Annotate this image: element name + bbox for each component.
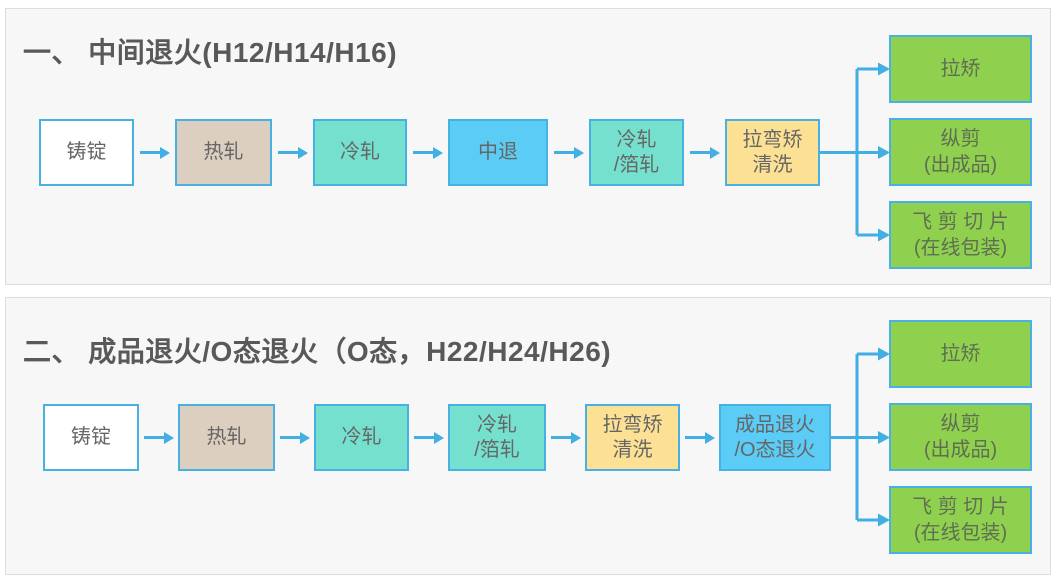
arrow-right-icon (680, 431, 719, 444)
flow-step-casting: 铸锭 (39, 119, 134, 186)
process-flow-row: 铸锭 热轧 冷轧 冷轧 /箔轧 拉弯矫 清洗 成品退火 /O态退火 (43, 404, 831, 471)
output-stretch-straightening: 拉矫 (889, 320, 1032, 388)
panel-title: 一、 中间退火(H12/H14/H16) (23, 37, 398, 68)
output-slitting-finished: 纵剪 (出成品) (889, 118, 1032, 186)
process-flow-row: 铸锭 热轧 冷轧 中退 冷轧 /箔轧 拉弯矫 清洗 (39, 119, 820, 186)
output-fly-shear-cutting: 飞 剪 切 片 (在线包装) (889, 201, 1032, 269)
arrow-right-icon (684, 146, 725, 159)
arrow-right-icon (134, 146, 175, 159)
flow-step-stretch-bend-cleaning: 拉弯矫 清洗 (585, 404, 680, 471)
panel-title: 二、 成品退火/O态退火（O态，H22/H24/H26) (23, 336, 612, 367)
flow-step-cold-rolling: 冷轧 (314, 404, 409, 471)
flow-step-intermediate-annealing: 中退 (448, 119, 548, 186)
flow-step-final-o-temper-annealing: 成品退火 /O态退火 (719, 404, 831, 471)
flow-step-hot-rolling: 热轧 (178, 404, 275, 471)
flow-step-cold-foil-rolling: 冷轧 /箔轧 (589, 119, 684, 186)
arrow-right-icon (275, 431, 314, 444)
flow-step-cold-rolling: 冷轧 (313, 119, 407, 186)
flow-step-stretch-bend-cleaning: 拉弯矫 清洗 (725, 119, 820, 186)
flow-step-hot-rolling: 热轧 (175, 119, 272, 186)
arrow-right-icon (407, 146, 448, 159)
output-stretch-straightening: 拉矫 (889, 35, 1032, 103)
panel-final-annealing: 二、 成品退火/O态退火（O态，H22/H24/H26) 铸锭 热轧 冷轧 冷轧… (5, 297, 1051, 575)
output-fly-shear-cutting: 飞 剪 切 片 (在线包装) (889, 486, 1032, 554)
flow-step-cold-foil-rolling: 冷轧 /箔轧 (448, 404, 546, 471)
arrow-right-icon (139, 431, 178, 444)
flow-step-casting: 铸锭 (43, 404, 139, 471)
output-slitting-finished: 纵剪 (出成品) (889, 403, 1032, 471)
panel-intermediate-annealing: 一、 中间退火(H12/H14/H16) 铸锭 热轧 冷轧 中退 冷轧 /箔轧 … (5, 8, 1051, 285)
arrow-right-icon (546, 431, 585, 444)
arrow-right-icon (272, 146, 313, 159)
arrow-right-icon (548, 146, 589, 159)
arrow-right-icon (409, 431, 448, 444)
